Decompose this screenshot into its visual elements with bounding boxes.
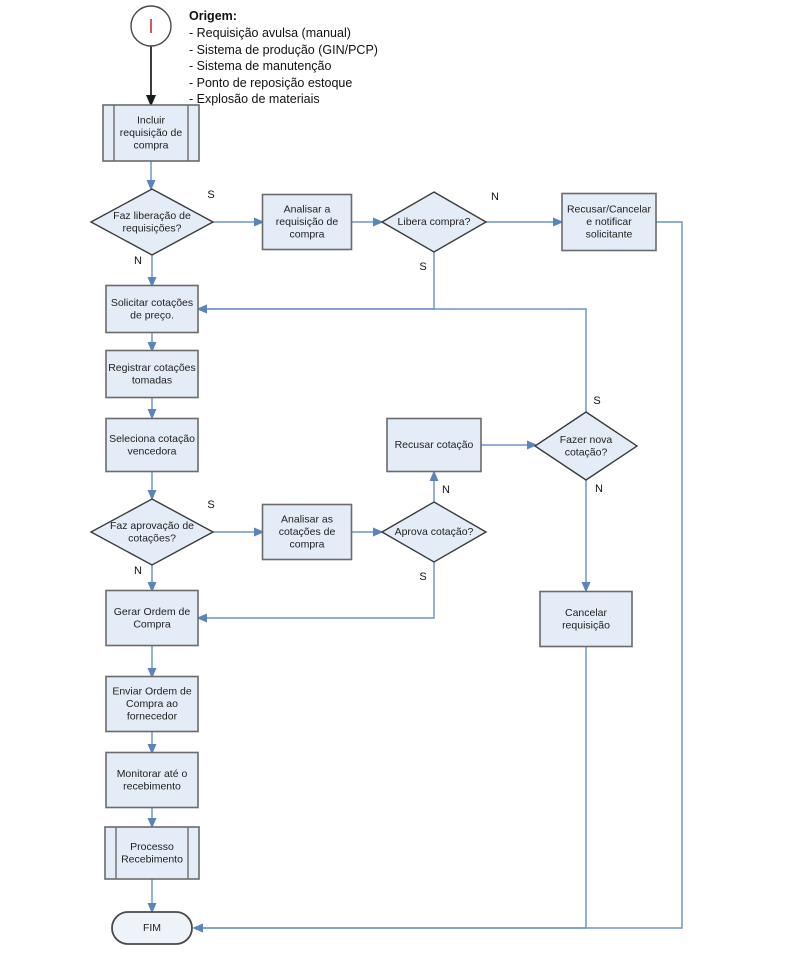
process-box [105, 349, 199, 399]
origem-note-item: - Sistema de produção (GIN/PCP) [189, 42, 378, 57]
flow-edge [192, 221, 683, 933]
process-box [105, 284, 199, 334]
flow-node-aprova_cot[interactable]: Aprova cotação? [380, 501, 488, 563]
process-box [105, 675, 199, 733]
branch-label-n: N [134, 255, 142, 267]
decision-diamond [380, 191, 488, 253]
flow-node-recusar_cot[interactable]: Recusar cotação [386, 417, 482, 473]
branch-label-n: N [442, 484, 450, 496]
process-box [105, 751, 199, 809]
terminal-shape [111, 911, 193, 945]
process-box [105, 589, 199, 647]
flow-node-libera_compra[interactable]: Libera compra? [380, 191, 488, 253]
decision-diamond [380, 501, 488, 563]
origem-note-item: - Explosão de materiais [189, 92, 320, 106]
flow-edge [192, 647, 587, 933]
decision-diamond [89, 188, 215, 256]
flow-node-fim[interactable]: FIM [111, 911, 193, 945]
process-box [386, 417, 482, 473]
process-box [561, 192, 657, 252]
origem-note-title: Origem: [189, 9, 237, 23]
branch-label-n: N [134, 565, 142, 577]
node-label: Libera compra? [398, 216, 471, 228]
process-box [539, 590, 633, 648]
flow-edge [196, 304, 587, 412]
process-box [261, 193, 353, 251]
node-label: Aprova cotação? [395, 526, 474, 538]
flow-node-start[interactable] [130, 5, 172, 47]
node-label: FIM [143, 922, 161, 934]
decision-diamond [89, 498, 215, 566]
branch-label-s: S [419, 571, 426, 583]
flow-edge [196, 252, 435, 314]
origem-note: Origem: - Requisição avulsa (manual) - S… [189, 8, 489, 108]
predefined-process-box [102, 104, 200, 162]
branch-label-n: N [595, 483, 603, 495]
predefined-process-box [104, 826, 200, 880]
node-label: Recusar cotação [395, 439, 474, 451]
branch-label-n: N [491, 191, 499, 203]
origem-note-item: - Sistema de manutenção [189, 59, 332, 73]
process-box [261, 503, 353, 561]
origem-note-item: - Ponto de reposição estoque [189, 75, 353, 90]
branch-label-s: S [207, 189, 214, 201]
origem-note-item: - Requisição avulsa (manual) [189, 26, 351, 40]
branch-label-s: S [419, 261, 426, 273]
process-box [105, 417, 199, 473]
branch-labels-layer: S N N S S N S N N S [134, 189, 603, 583]
branch-label-s: S [207, 499, 214, 511]
branch-label-s: S [593, 395, 600, 407]
edges-layer [145, 46, 683, 933]
flow-edge [196, 562, 435, 623]
decision-diamond [533, 411, 639, 481]
